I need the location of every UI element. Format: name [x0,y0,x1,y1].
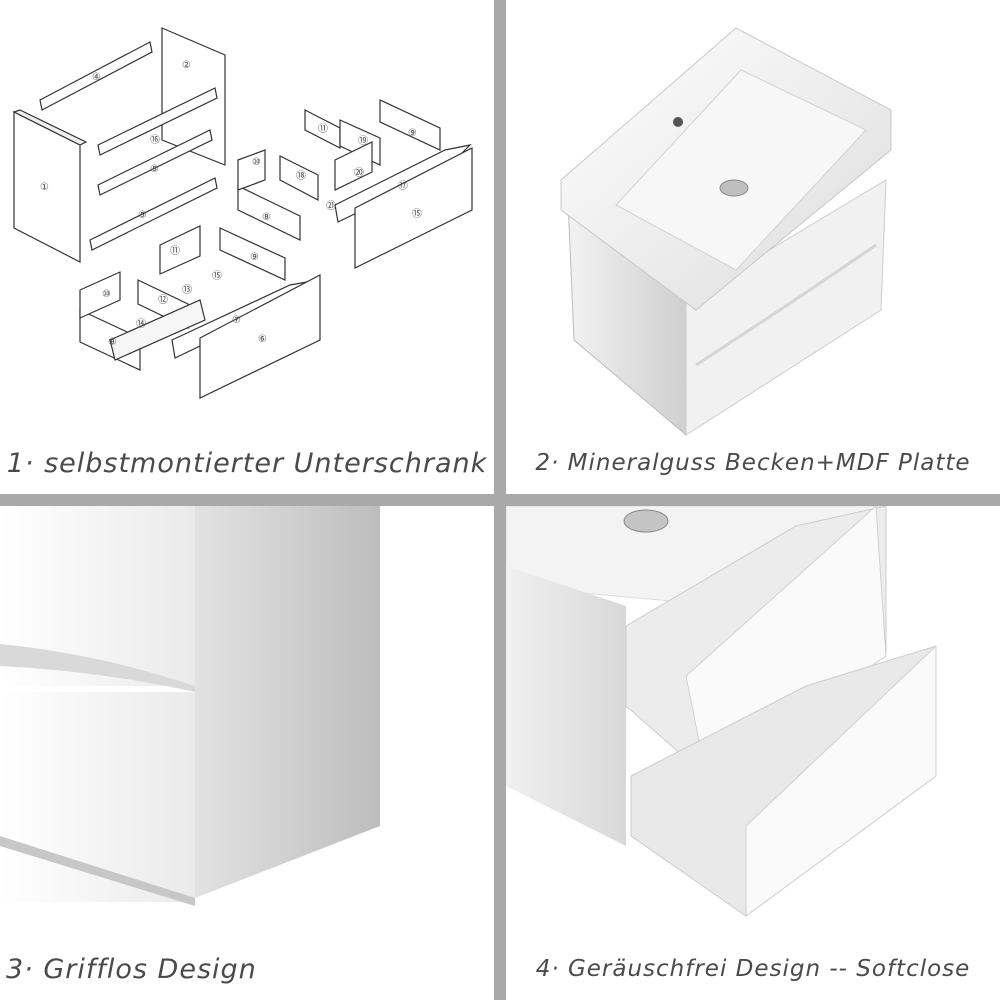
panel-basin-product: 2· Mineralguss Becken+MDF Platte [506,0,1000,494]
part-label: ⑪ [318,123,328,135]
panel-softclose-drawers: 4· Geräuschfrei Design -- Softclose [506,506,1000,1000]
caption-softclose: 4· Geräuschfrei Design -- Softclose [535,956,971,982]
part-label: ⑭ [136,318,146,330]
part-label: ⑤ [150,164,159,175]
part-label: ⑨ [408,128,417,139]
part-label: ⑨ [250,252,259,263]
part-label: ⑮ [212,270,222,282]
drain-icon [719,179,749,197]
panel-handleless-detail: 3· Grifflos Design [0,506,494,1000]
caption-handleless: 3· Grifflos Design [6,954,257,985]
handleless-closeup-illustration [0,506,380,906]
part-label: ⑳ [354,167,364,179]
part-label: ⑲ [358,135,368,147]
panel-assembly-diagram: ① ② ④ ⑤ ⑤ ⑥ ⑦ ⑧ ⑧ ⑨ ⑨ ⑩ ⑩ ⑪ ⑪ ⑫ ⑬ ⑭ ⑮ ⑮ … [0,0,494,494]
part-label: ㉑ [326,200,336,212]
exploded-view-illustration: ① ② ④ ⑤ ⑤ ⑥ ⑦ ⑧ ⑧ ⑨ ⑨ ⑩ ⑩ ⑪ ⑪ ⑫ ⑬ ⑭ ⑮ ⑮ … [12,27,473,399]
part-label: ④ [92,72,101,83]
basin-cabinet-illustration [560,27,892,437]
tap-hole-icon [673,117,683,127]
drain-icon [623,509,669,533]
part-label: ① [40,182,49,193]
part-label: ⑱ [296,170,306,182]
part-label: ⑥ [258,334,267,345]
part-label: ⑫ [158,294,168,306]
part-label: ⑰ [398,180,408,192]
part-label: ② [182,60,191,71]
caption-basin: 2· Mineralguss Becken+MDF Platte [535,450,971,476]
part-label: ⑩ [102,289,111,300]
part-label: ⑦ [232,315,241,326]
part-label: ⑪ [170,245,180,257]
part-label: ⑯ [150,134,160,146]
open-drawers-illustration [506,506,937,917]
part-label: ⑬ [182,284,192,296]
part-label: ⑩ [252,157,261,168]
part-label: ⑧ [262,212,271,223]
part-label: ⑧ [108,337,117,348]
part-label: ⑤ [138,210,147,221]
caption-assembly: 1· selbstmontierter Unterschrank [6,448,488,479]
part-label: ⑮ [412,208,422,220]
